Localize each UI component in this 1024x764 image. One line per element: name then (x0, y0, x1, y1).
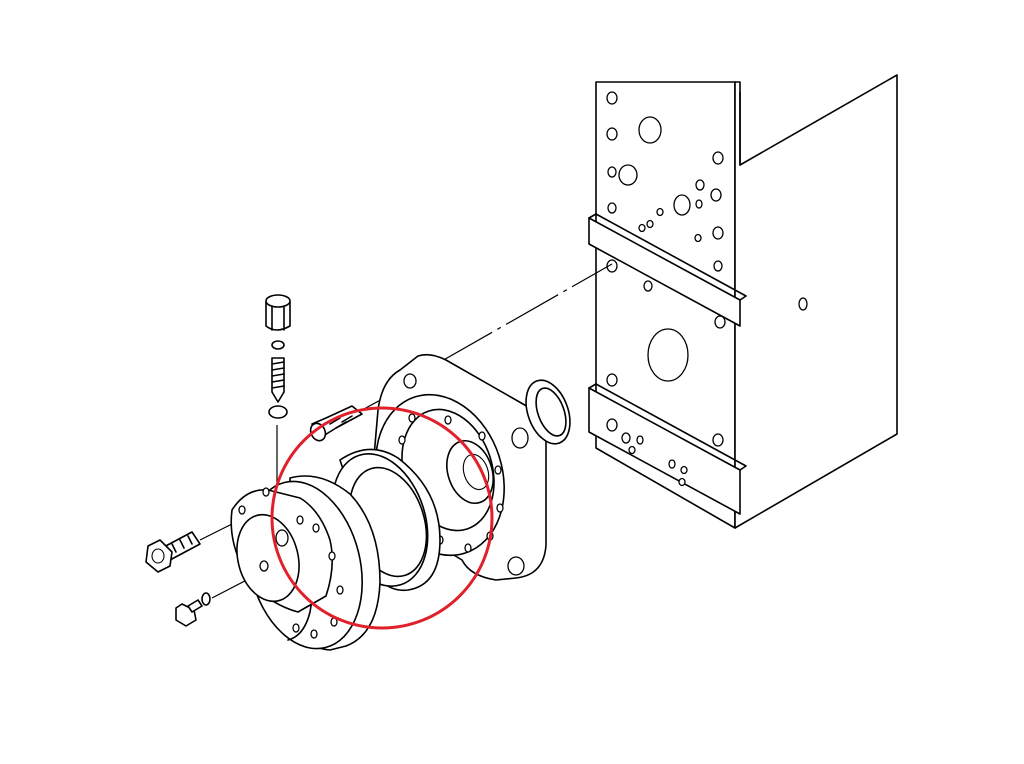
small-hex-screw (175, 599, 203, 627)
highlight-circle (270, 406, 494, 630)
flange-o-ring (525, 379, 571, 445)
bearing-cover (230, 475, 381, 651)
assembly-center-line (439, 263, 613, 363)
small-o-ring-top (271, 340, 285, 350)
set-screw (271, 357, 285, 403)
block-port-holes (606, 91, 808, 487)
cap-nut (265, 294, 291, 331)
small-o-ring-bottom (201, 592, 211, 606)
seal-ring (331, 448, 441, 592)
o-ring-screw (268, 405, 288, 419)
hex-bolt (145, 531, 201, 573)
valve-block (588, 74, 898, 529)
